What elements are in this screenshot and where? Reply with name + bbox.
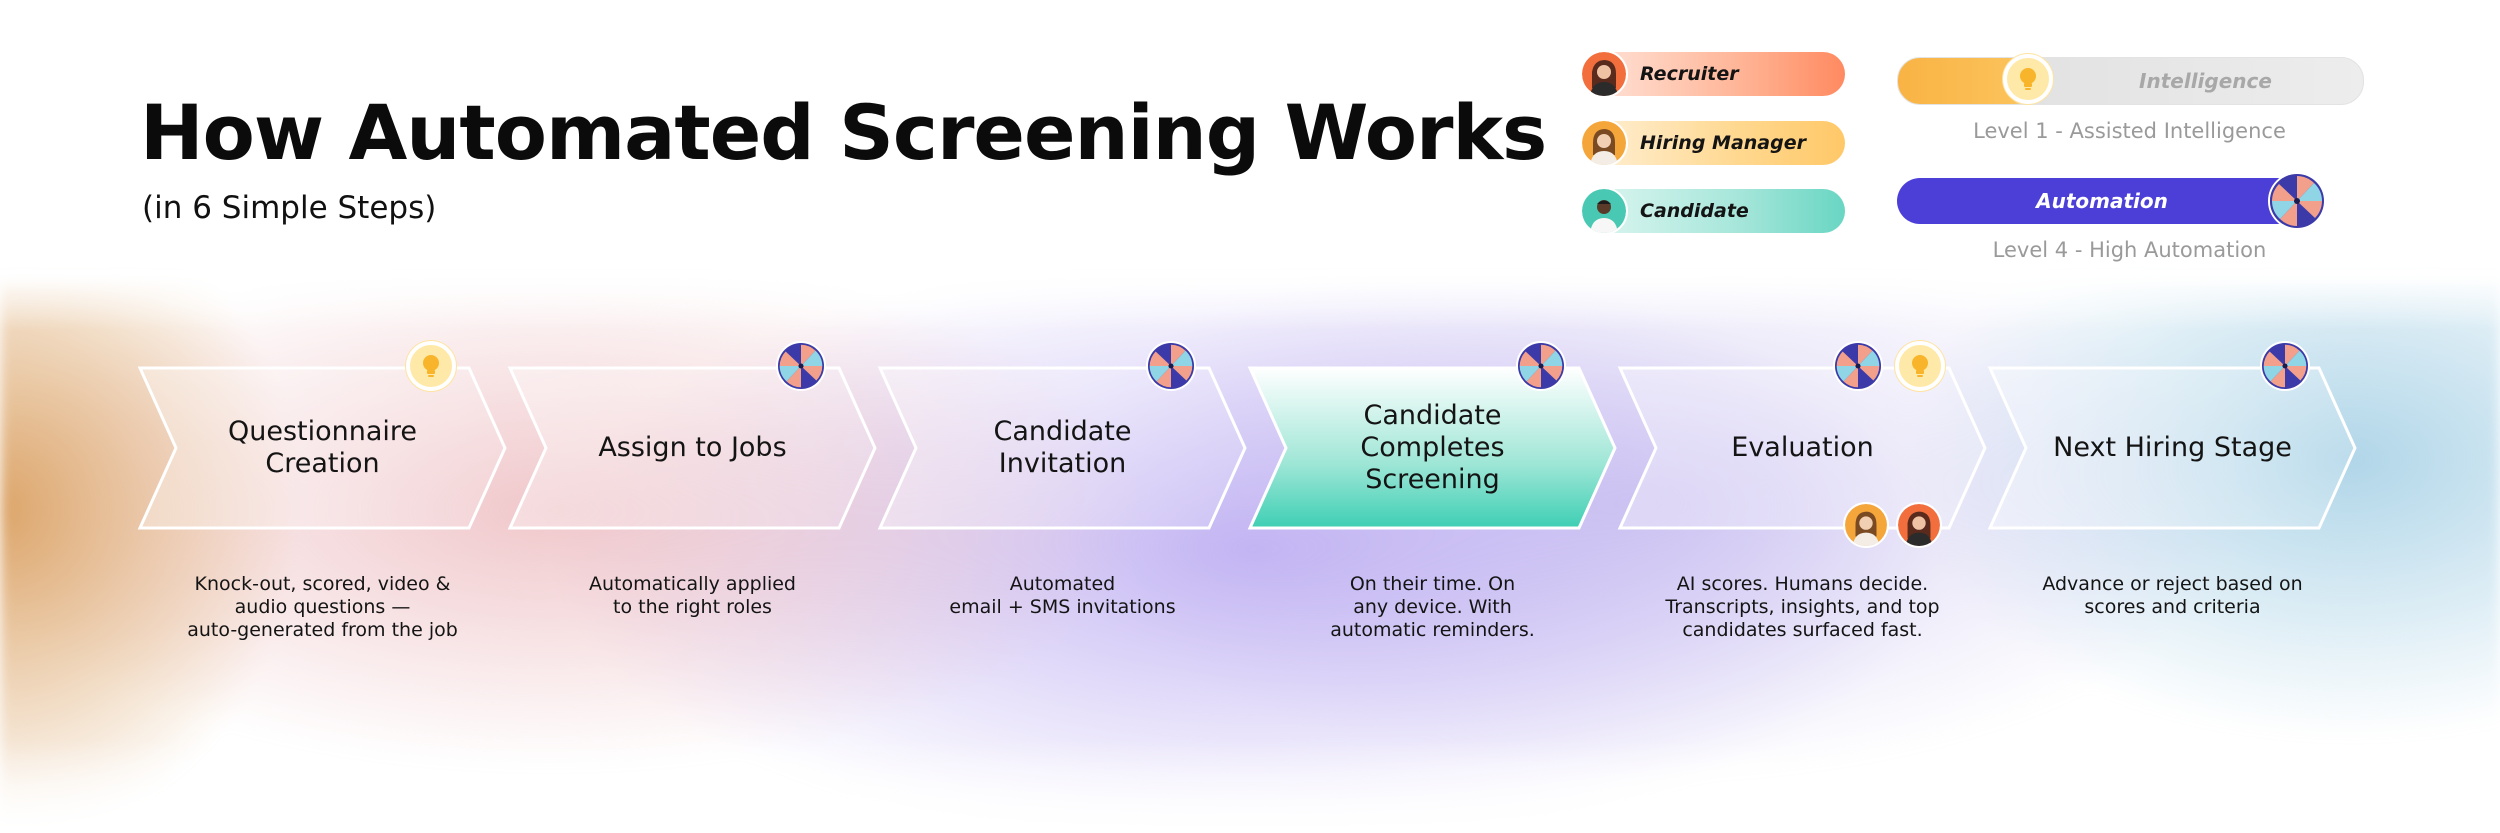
step-6-title: Next Hiring Stage [2023, 432, 2323, 464]
step-6-chevron [1987, 366, 2357, 530]
step-5-title-line: Evaluation [1731, 432, 1874, 463]
step-5-description: AI scores. Humans decide.Transcripts, in… [1638, 573, 1968, 642]
step-4-description-line: automatic reminders. [1330, 619, 1535, 641]
step-3-title-line: Candidate [993, 416, 1132, 447]
legend-recruiter-label: Recruiter [1640, 63, 1739, 85]
step-4-description-line: any device. With [1353, 596, 1512, 618]
step-4-description-line: On their time. On [1349, 573, 1516, 595]
step-6-description-line: Advance or reject based on [2042, 573, 2303, 595]
step-5-title: Evaluation [1653, 432, 1953, 464]
step-4-pinwheel-icon [1516, 341, 1566, 391]
step-3-title-line: Invitation [998, 448, 1127, 479]
step-2-pinwheel-icon [776, 341, 826, 391]
lightbulb-icon [2003, 54, 2053, 104]
level-intelligence-caption: Level 1 - Assisted Intelligence [1973, 119, 2286, 143]
step-1-description-line: Knock-out, scored, video & [194, 573, 451, 595]
step-1-description-line: auto-generated from the job [187, 619, 458, 641]
step-6-title-line: Next Hiring Stage [2053, 432, 2292, 463]
step-4-title-line: Completes [1360, 432, 1505, 463]
step-5-description-line: candidates surfaced fast. [1682, 619, 1923, 641]
level-bar-automation: Automation [1897, 178, 2317, 224]
page-title: How Automated Screening Works [140, 88, 1547, 177]
page-subtitle: (in 6 Simple Steps) [142, 190, 437, 226]
legend-hiring-manager: Hiring Manager [1580, 119, 1845, 167]
step-3-pinwheel-icon [1146, 341, 1196, 391]
step-6-pinwheel-icon [2260, 341, 2310, 391]
step-4-title-line: Screening [1365, 464, 1500, 495]
step-2-title-line: Assign to Jobs [598, 432, 787, 463]
hiring-manager-avatar-icon [1580, 119, 1628, 167]
step-1-description: Knock-out, scored, video &audio question… [158, 573, 488, 642]
legend-recruiter: Recruiter [1580, 50, 1845, 98]
step-3-chevron [877, 366, 1247, 530]
step-3-description-line: Automated [1009, 573, 1116, 595]
step-3-description-line: email + SMS invitations [949, 596, 1176, 618]
step-5-hiring-manager-avatar-icon [1843, 502, 1889, 548]
pinwheel-icon [2268, 172, 2326, 230]
step-1-description-line: audio questions — [234, 596, 411, 618]
step-4-chevron [1247, 366, 1617, 530]
legend-candidate: Candidate [1580, 187, 1845, 235]
background-fade-top [0, 270, 2500, 330]
level-bar-intelligence: Intelligence [1897, 57, 2364, 105]
step-2-description-line: Automatically applied [589, 573, 796, 595]
step-6-description-line: scores and criteria [2084, 596, 2261, 618]
background-fade-bottom [0, 740, 2500, 833]
step-5-lightbulb-icon [1895, 341, 1945, 391]
step-1-lightbulb-icon [406, 341, 456, 391]
step-2-chevron [507, 366, 877, 530]
level-intelligence-label: Intelligence [2139, 69, 2272, 93]
recruiter-avatar-icon [1580, 50, 1628, 98]
step-5-recruiter-avatar-icon [1896, 502, 1942, 548]
level-automation-label: Automation [2036, 189, 2168, 213]
step-2-title: Assign to Jobs [543, 432, 843, 464]
step-5-pinwheel-icon [1833, 341, 1883, 391]
candidate-avatar-icon [1580, 187, 1628, 235]
level-automation-caption: Level 4 - High Automation [1992, 238, 2267, 262]
step-2-description-line: to the right roles [613, 596, 772, 618]
step-5-chevron [1617, 366, 1987, 530]
legend-candidate-label: Candidate [1640, 200, 1749, 222]
step-5-description-line: AI scores. Humans decide. [1676, 573, 1929, 595]
step-4-title-line: Candidate [1363, 400, 1502, 431]
step-1-title-line: Creation [265, 448, 380, 479]
legend-hiring-manager-label: Hiring Manager [1640, 132, 1806, 154]
step-5-description-line: Transcripts, insights, and top [1665, 596, 1940, 618]
step-1-title-line: Questionnaire [227, 416, 418, 447]
step-1-chevron [137, 366, 507, 530]
